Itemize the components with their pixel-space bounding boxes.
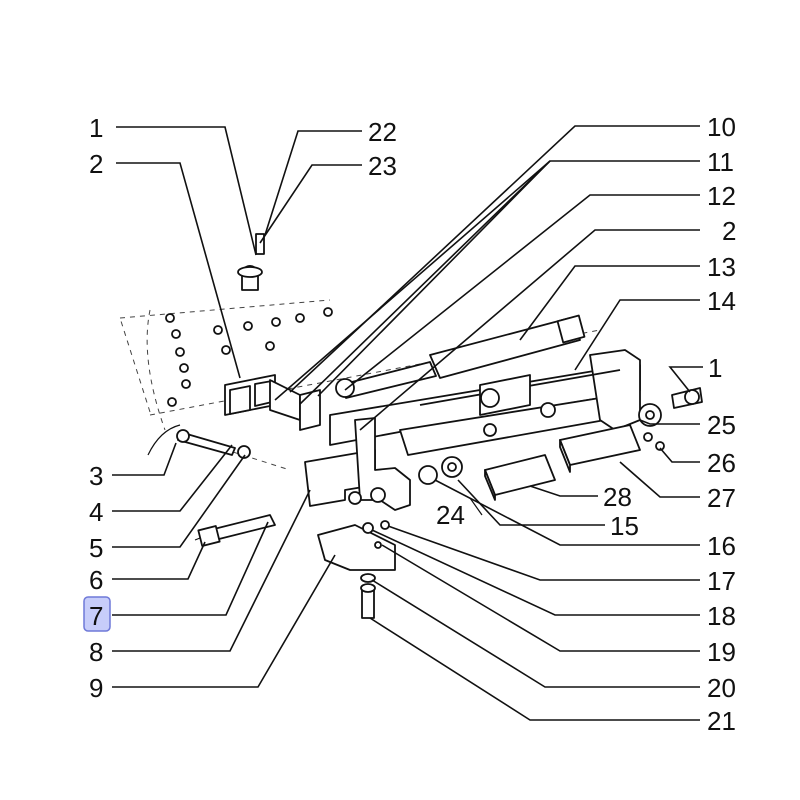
callout-23[interactable]: 23 [368,151,397,181]
callout-20[interactable]: 20 [707,673,736,703]
leader-21 [369,617,700,721]
leader-1-right [668,366,703,393]
callout-17[interactable]: 17 [707,566,736,596]
callout-8[interactable]: 8 [89,637,103,667]
callout-12[interactable]: 12 [707,181,736,211]
leader-27 [619,461,700,498]
leader-2-right [359,229,700,431]
callout-18[interactable]: 18 [707,601,736,631]
leader-9 [112,554,336,688]
leader-19 [381,544,700,652]
callout-25[interactable]: 25 [707,410,736,440]
side-plate [304,417,411,511]
leader-25 [639,419,700,425]
wear-pads [484,424,665,501]
leader-5 [112,454,246,548]
leader-13 [519,265,700,341]
callout-24[interactable]: 24 [436,500,465,530]
assembly-drawing [119,233,703,619]
callout-10[interactable]: 10 [707,112,736,142]
lower-bracket-plate [317,520,396,619]
callout-28[interactable]: 28 [603,482,632,512]
top-bolt [237,233,265,291]
leader-11b [299,160,551,405]
leader-3 [112,442,177,476]
leader-8 [112,489,311,652]
callout-2-right[interactable]: 2 [722,216,736,246]
leader-28 [529,485,598,497]
right-pivot [638,387,703,427]
leader-2-left [116,162,241,379]
hydraulic-cylinder [335,314,586,399]
frame-curve [146,309,166,431]
callouts-top: 22 23 [368,117,397,181]
highlight-box [83,596,111,632]
leader-20 [371,579,700,688]
callouts-left: 1 2 3 4 5 6 7 8 9 [89,113,103,703]
leader-22 [264,130,362,236]
callout-26[interactable]: 26 [707,448,736,478]
leader-1-left [116,126,257,256]
mounting-bracket [224,374,321,431]
leader-7 [112,521,269,616]
leader-26 [659,447,700,463]
callout-13[interactable]: 13 [707,252,736,282]
leader-12 [344,194,700,391]
callout-19[interactable]: 19 [707,637,736,667]
callout-14[interactable]: 14 [707,286,736,316]
callout-16[interactable]: 16 [707,531,736,561]
callout-9[interactable]: 9 [89,673,103,703]
frame-bolt-holes [165,307,333,407]
callout-11[interactable]: 11 [707,147,734,177]
callout-5[interactable]: 5 [89,533,103,563]
callout-15[interactable]: 15 [610,511,639,541]
leader-lines [112,125,703,721]
leader-4 [112,444,233,512]
leader-18 [371,529,700,616]
leader-15 [457,479,605,526]
callout-6[interactable]: 6 [89,565,103,595]
callouts-right: 10 11 12 2 13 14 1 25 26 27 28 15 16 17 … [603,112,736,736]
leader-10 [289,125,700,393]
leader-23 [259,164,362,244]
callout-1-left[interactable]: 1 [89,113,103,143]
callout-22[interactable]: 22 [368,117,397,147]
callout-21[interactable]: 21 [707,706,736,736]
bushings [418,456,483,516]
callout-1-right[interactable]: 1 [708,353,722,383]
leader-6 [112,541,206,580]
leader-11c [274,160,551,401]
callout-3[interactable]: 3 [89,461,103,491]
callout-4[interactable]: 4 [89,497,103,527]
callout-2-left[interactable]: 2 [89,149,103,179]
leader-16 [434,479,700,546]
callout-7-highlighted[interactable]: 7 [89,601,103,631]
leader-14 [574,299,700,371]
callouts-inner: 24 [436,500,465,530]
callout-27[interactable]: 27 [707,483,736,513]
leader-17 [387,525,700,581]
pivot-block [479,374,556,437]
left-pins [147,424,276,547]
